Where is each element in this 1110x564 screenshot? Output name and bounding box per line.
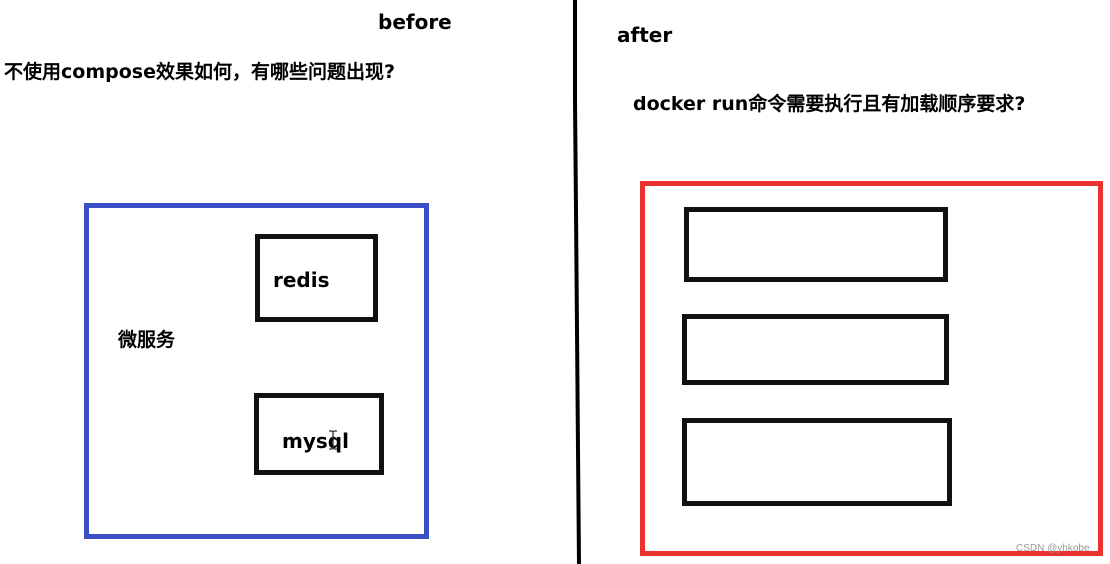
compose-container — [640, 181, 1103, 556]
compose-slot-box — [682, 314, 949, 385]
before-title: before — [378, 10, 452, 34]
text-cursor-icon — [329, 430, 337, 450]
redis-label: redis — [273, 268, 330, 292]
after-question: docker run命令需要执行且有加载顺序要求? — [633, 93, 1026, 115]
after-title: after — [617, 23, 673, 47]
compose-slot-box — [684, 207, 948, 282]
compose-slot-box — [682, 418, 952, 506]
microservice-label: 微服务 — [118, 329, 176, 351]
before-question: 不使用compose效果如何，有哪些问题出现? — [4, 61, 395, 83]
mysql-service-box — [254, 393, 384, 475]
redis-service-box — [255, 234, 378, 322]
divider-line — [573, 0, 581, 564]
watermark: CSDN @yhkobe — [1016, 543, 1090, 554]
microservice-container — [84, 203, 429, 539]
mysql-label: mysql — [282, 429, 349, 453]
